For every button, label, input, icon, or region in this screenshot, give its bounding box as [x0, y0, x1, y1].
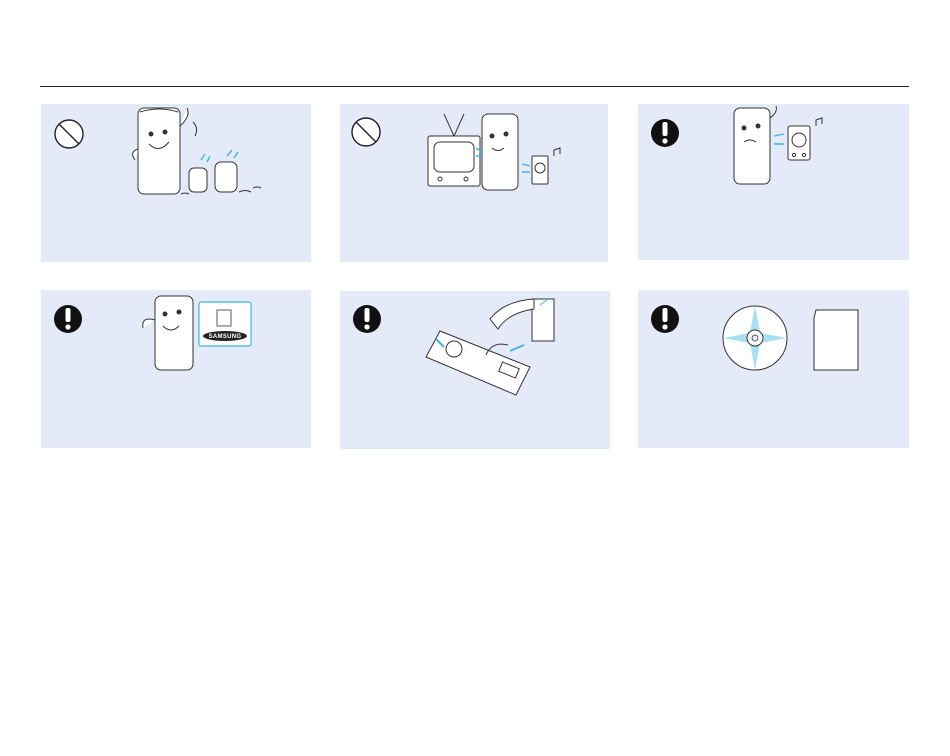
memory-card-icon	[814, 310, 858, 370]
tv-icon	[428, 114, 480, 186]
panel-no-magnetic-devices	[340, 104, 608, 262]
panel-no-children	[41, 104, 311, 262]
window-curtain-icon	[490, 299, 554, 341]
interference-lines-icon	[774, 134, 784, 144]
caution-icon	[54, 305, 82, 333]
cd-disc-icon	[723, 306, 787, 370]
camcorder-character-icon	[426, 331, 530, 395]
music-note-icon	[554, 148, 560, 156]
battery-pack-icon: SAMSUNG	[199, 302, 251, 346]
prohibition-icon	[352, 118, 380, 146]
caution-icon	[651, 119, 679, 147]
children-icon	[181, 162, 261, 194]
panel-caution-battery: SAMSUNG	[41, 290, 311, 448]
brand-logo: SAMSUNG	[209, 334, 242, 340]
music-note-icon	[816, 118, 822, 126]
speaker-icon	[788, 126, 810, 160]
caution-icon	[651, 305, 679, 333]
camcorder-character-icon	[734, 106, 776, 184]
camcorder-character-icon	[133, 108, 197, 194]
panel-caution-window	[340, 291, 610, 449]
camcorder-character-icon	[143, 296, 193, 370]
prohibition-icon	[55, 120, 83, 148]
header-rule	[40, 86, 909, 87]
camcorder-character-icon	[482, 114, 518, 190]
panel-caution-speaker	[638, 104, 909, 260]
speaker-icon	[532, 156, 548, 184]
caution-icon	[353, 305, 381, 333]
panel-caution-media	[638, 290, 909, 448]
motion-lines-icon	[201, 150, 238, 162]
